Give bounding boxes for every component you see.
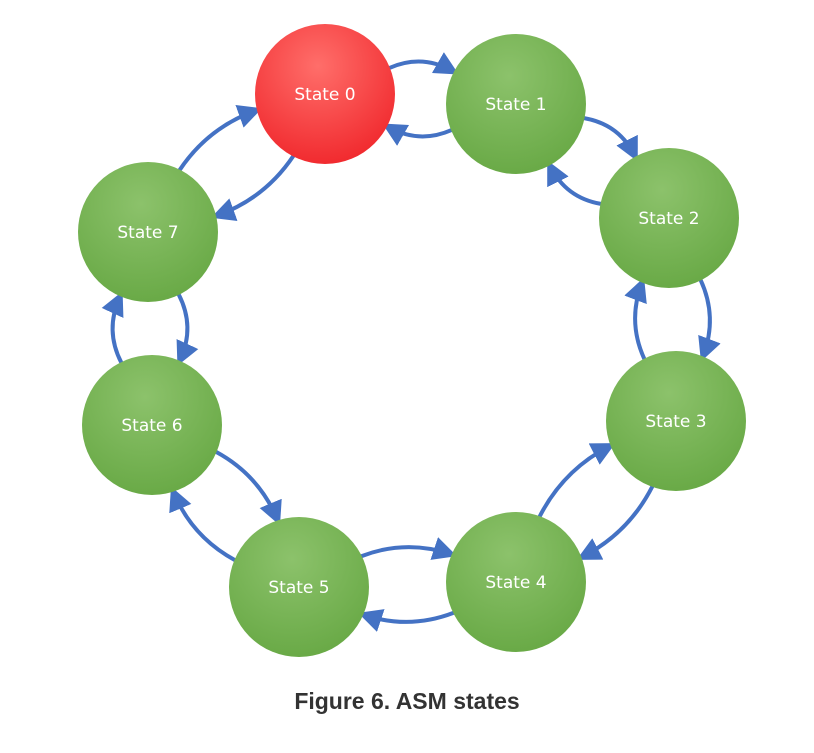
state-label-s7: State 7	[117, 223, 178, 243]
transition-arrow-s1-to-s0	[382, 123, 454, 146]
transition-arrow-s7-to-s6	[176, 292, 199, 366]
state-node-s4: State 4	[446, 512, 586, 652]
state-label-s0: State 0	[294, 85, 355, 105]
transition-arrow-s3-to-s4	[576, 484, 655, 560]
transition-arrow-s0-to-s1	[387, 52, 459, 75]
state-label-s1: State 1	[485, 95, 546, 115]
transition-arrow-s4-to-s5	[358, 609, 456, 632]
state-node-s7: State 7	[78, 162, 218, 302]
transition-arrows	[101, 52, 721, 632]
state-label-s5: State 5	[268, 578, 329, 598]
state-circle-s7	[78, 162, 218, 302]
transition-arrow-s2-to-s1	[547, 160, 603, 206]
transition-arrow-s5-to-s4	[359, 537, 457, 560]
state-circle-s0	[255, 24, 395, 164]
state-node-s0: State 0	[255, 24, 395, 164]
transition-arrow-s0-to-s7	[210, 153, 296, 221]
state-node-s6: State 6	[82, 355, 222, 495]
state-node-s5: State 5	[229, 517, 369, 657]
state-node-s1: State 1	[446, 34, 586, 174]
state-label-s4: State 4	[485, 573, 546, 593]
state-node-s2: State 2	[599, 148, 739, 288]
state-nodes: State 0 State 1 State 2 State 3 State 4 State…	[78, 24, 746, 657]
transition-arrow-s5-to-s6	[169, 486, 237, 563]
state-diagram: State 0 State 1 State 2 State 3 State 4 State…	[78, 24, 746, 657]
state-circle-s1	[446, 34, 586, 174]
state-label-s2: State 2	[638, 209, 699, 229]
state-node-s3: State 3	[606, 351, 746, 491]
state-circle-s3	[606, 351, 746, 491]
transition-arrow-s7-to-s0	[177, 105, 263, 173]
state-label-s3: State 3	[645, 412, 706, 432]
state-circle-s6	[82, 355, 222, 495]
state-label-s6: State 6	[121, 416, 182, 436]
state-circle-s2	[599, 148, 739, 288]
state-circle-s4	[446, 512, 586, 652]
transition-arrow-s3-to-s2	[624, 277, 647, 362]
transition-arrow-s6-to-s5	[214, 449, 282, 526]
transition-arrow-s6-to-s7	[101, 291, 124, 365]
state-circle-s5	[229, 517, 369, 657]
transition-arrow-s1-to-s2	[582, 116, 638, 162]
figure-caption: Figure 6. ASM states	[294, 688, 520, 714]
transition-arrow-s4-to-s3	[537, 443, 616, 519]
transition-arrow-s2-to-s3	[698, 277, 721, 362]
